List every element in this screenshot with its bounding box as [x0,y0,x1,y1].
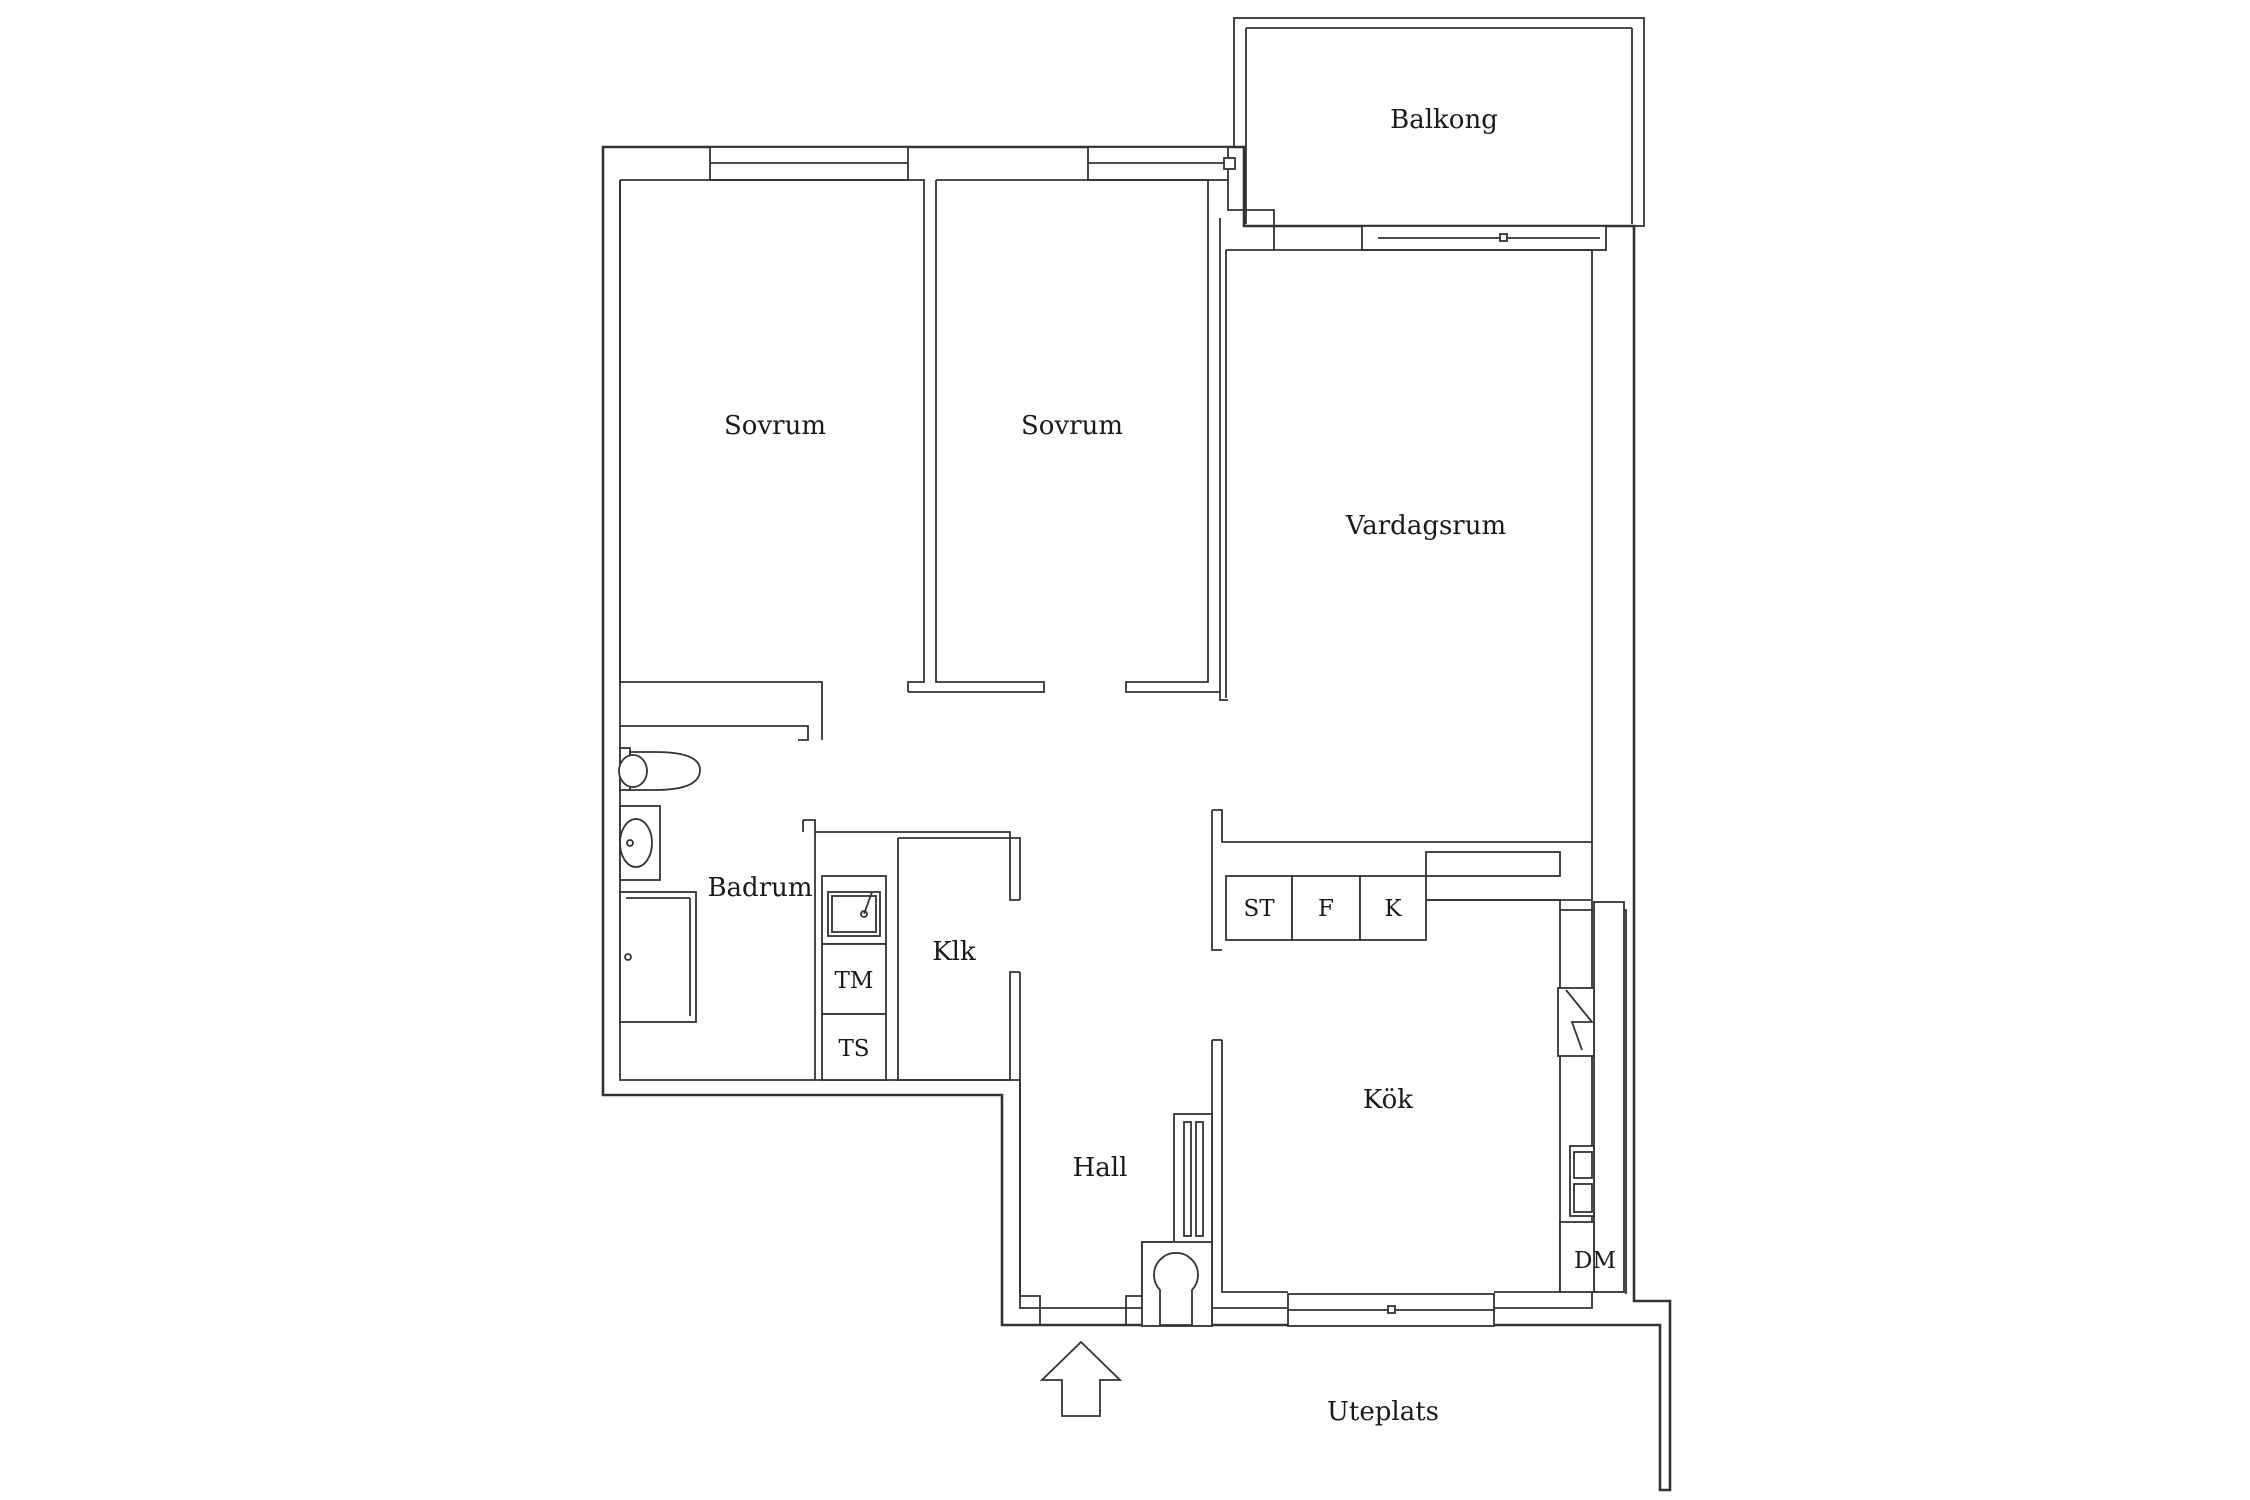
label-sovrum-1: Sovrum [724,411,826,441]
stove-icon [1557,987,1595,1057]
k-box [1359,875,1427,941]
label-badrum: Badrum [707,873,812,903]
label-st: ST [1243,896,1275,922]
outer-wall [601,145,1672,1492]
radiator-icon [1173,1113,1213,1245]
st-box [1225,875,1293,941]
washbasin-icon [619,805,661,881]
label-f: F [1318,896,1334,922]
label-k: K [1384,896,1402,922]
label-vardagsrum: Vardagsrum [1345,511,1506,541]
label-uteplats: Uteplats [1327,1397,1439,1427]
hall-fixtures [1141,1113,1213,1327]
kitchen-sink-icon [1569,1145,1595,1217]
chimney-icon [1141,1241,1213,1327]
label-ts: TS [838,1036,869,1062]
label-kok: Kök [1363,1085,1413,1115]
label-klk: Klk [932,937,976,967]
utility-sink-icon [821,875,887,945]
ts-box [821,1013,887,1081]
label-dm: DM [1574,1248,1616,1274]
entrance-arrow-icon [1039,1340,1123,1417]
interior-walls [619,179,1627,1325]
kitchen-counter [1593,901,1625,1293]
shower-icon [619,891,697,1023]
dm-box [1559,1221,1595,1293]
toilet-icon [618,747,701,791]
label-hall: Hall [1073,1153,1128,1183]
label-balkong: Balkong [1390,105,1498,135]
f-box [1291,875,1361,941]
badrum-fixtures [618,747,887,1081]
label-sovrum-2: Sovrum [1021,411,1123,441]
label-tm: TM [835,968,874,994]
balcony-outline [1233,17,1645,227]
kitchen-shelf [1425,851,1561,877]
kitchen-fixtures [1225,851,1625,1293]
windows [709,146,1607,1327]
